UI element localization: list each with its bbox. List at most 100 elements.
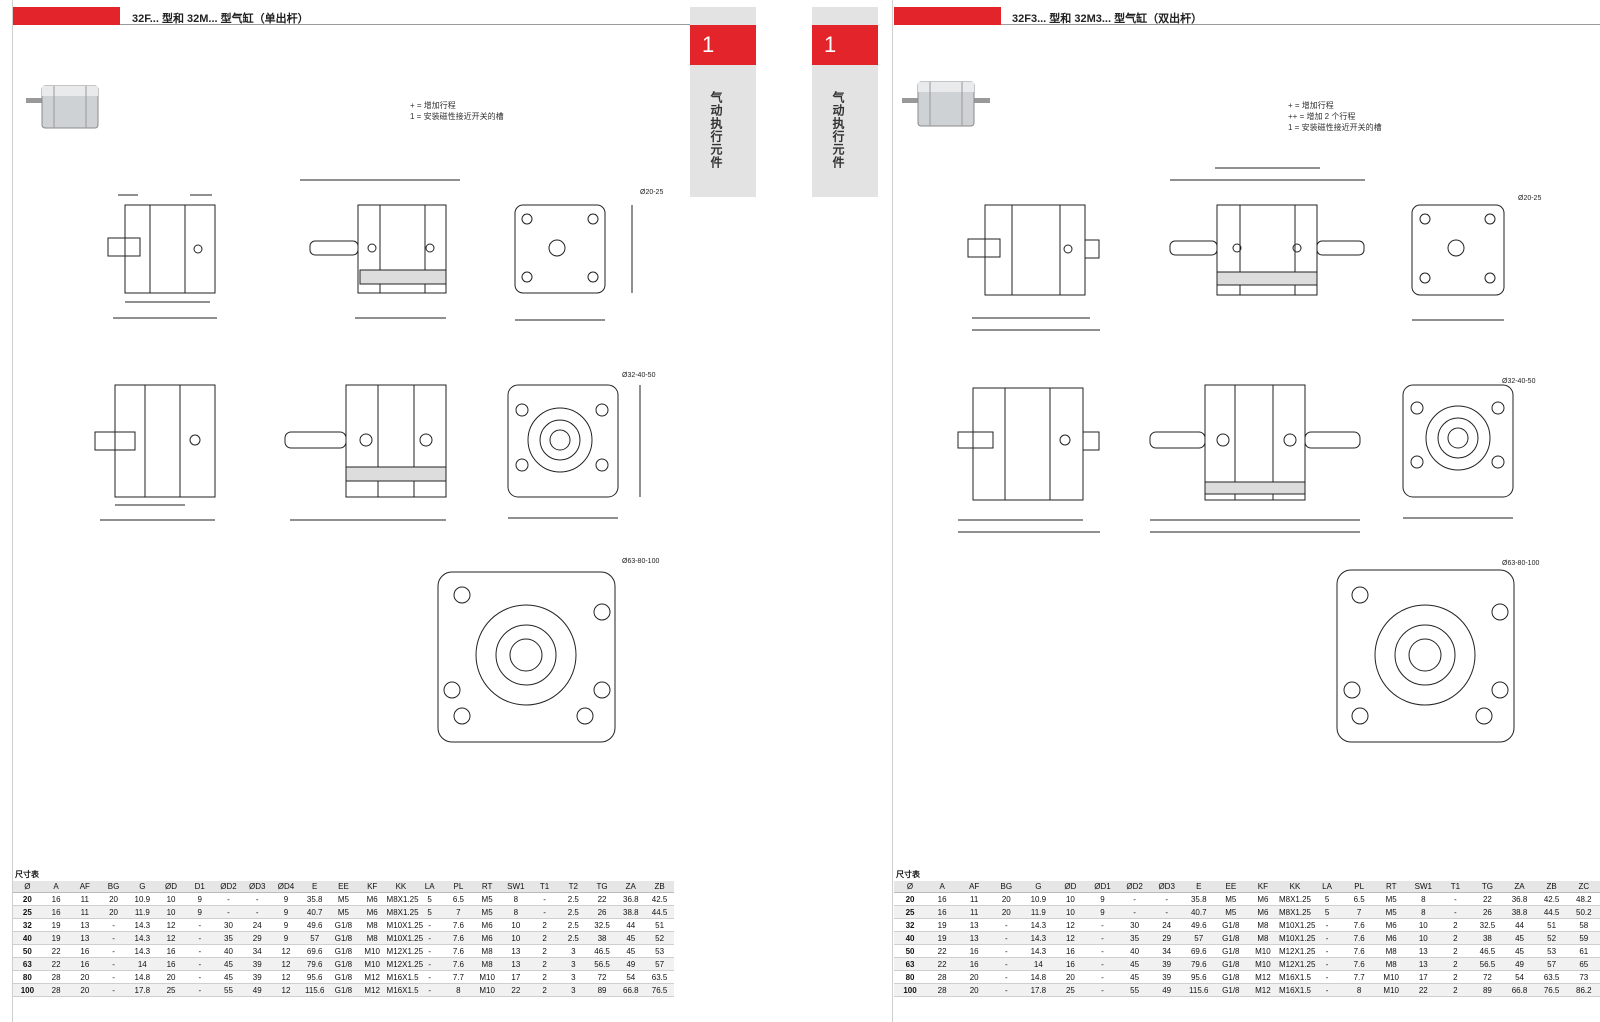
table-cell: 3 (558, 983, 588, 997)
table-cell: 19 (926, 918, 959, 932)
table-cell: 34 (1150, 944, 1183, 958)
table-column-header: T1 (530, 881, 559, 893)
table-cell: 2 (1439, 931, 1472, 945)
table-cell: M10X1.25 (386, 931, 424, 945)
table-cell: - (415, 983, 445, 997)
table-column-header: ØD3 (242, 881, 272, 893)
table-cell: 28 (41, 983, 71, 997)
table-cell: - (99, 983, 128, 997)
end-view-large (1336, 569, 1515, 743)
table-cell: 8 (1407, 892, 1440, 906)
table-cell: - (990, 957, 1023, 971)
table-cell: 10 (1054, 905, 1087, 919)
table-column-header: EE (329, 881, 358, 893)
table-cell: 50 (894, 944, 927, 958)
side-view-medium (957, 387, 1100, 533)
table-cell: 20 (990, 892, 1023, 906)
table-cell: 19 (41, 918, 71, 932)
side-view-medium-rod (1149, 384, 1361, 533)
table-cell: M16X1.5 (386, 983, 419, 997)
table-cell: M5 (1375, 892, 1408, 906)
table-cell: 8 (501, 905, 531, 919)
legend-item: 1 = 安装磁性接近开关的槽 (410, 112, 504, 121)
table-cell: 5 (415, 892, 445, 906)
table-column-header: ZB (645, 881, 674, 893)
table-caption: 尺寸表 (896, 870, 920, 879)
table-column-header: ØD (156, 881, 186, 893)
table-cell: - (1118, 905, 1151, 919)
table-cell: 59 (1567, 931, 1600, 945)
table-cell: M12X1.25 (1278, 944, 1316, 958)
page-title: 32F3... 型和 32M3... 型气缸（双出杆） (1012, 13, 1203, 25)
table-cell: 16 (70, 957, 100, 971)
table-cell: - (530, 892, 559, 906)
table-cell: 76.5 (1535, 983, 1568, 997)
table-cell: 10 (501, 931, 531, 945)
table-cell: M8 (357, 918, 387, 932)
table-cell: 12 (156, 931, 186, 945)
table-cell: - (1311, 918, 1344, 932)
legend: + = 增加行程 1 = 安装磁性接近开关的槽 (410, 100, 504, 122)
table-cell: 9 (271, 931, 301, 945)
table-cell: 6.5 (1343, 892, 1376, 906)
table-column-header: ZA (1503, 881, 1536, 893)
legend: + = 增加行程 ++ = 增加 2 个行程 1 = 安装磁性接近开关的槽 (1288, 100, 1382, 133)
table-cell: 7.7 (1343, 970, 1376, 984)
table-column-header: ZA (616, 881, 646, 893)
table-cell: G1/8 (1214, 970, 1247, 984)
table-cell: 44.5 (1535, 905, 1568, 919)
table-cell: 36.8 (1503, 892, 1536, 906)
table-cell: 7.6 (1343, 918, 1376, 932)
table-cell: M12X1.25 (1278, 957, 1316, 971)
table-cell: - (185, 983, 215, 997)
table-cell: M16X1.5 (1278, 983, 1312, 997)
table-cell: 8 (444, 983, 473, 997)
table-cell: 35.8 (1182, 892, 1215, 906)
table-cell: 57 (1182, 931, 1215, 945)
table-column-header: PL (1343, 881, 1376, 893)
table-cell: 32.5 (1471, 918, 1504, 932)
table-cell: M12 (357, 983, 387, 997)
section-tab[interactable]: 1 气动执行元件 (690, 7, 756, 197)
table-cell: 20 (894, 892, 927, 906)
table-cell: 2 (530, 970, 559, 984)
table-cell: - (1118, 892, 1151, 906)
table-cell: - (990, 944, 1023, 958)
table-cell: 26 (587, 905, 617, 919)
table-cell: G1/8 (329, 970, 358, 984)
table-cell: M10 (1375, 983, 1408, 997)
table-cell: 7.6 (1343, 931, 1376, 945)
table-cell: 19 (41, 931, 71, 945)
table-cell: 26 (1471, 905, 1504, 919)
table-cell: - (990, 918, 1023, 932)
table-cell: 2.5 (558, 918, 588, 932)
table-column-header: G (1022, 881, 1055, 893)
table-column-header: D1 (185, 881, 215, 893)
table-cell: 32.5 (587, 918, 617, 932)
table-cell: 2 (530, 944, 559, 958)
table-cell: 13 (958, 931, 991, 945)
table-cell: 39 (242, 957, 272, 971)
section-tab[interactable]: 1 气动执行元件 (812, 7, 878, 197)
table-cell: 53 (1535, 944, 1568, 958)
table-cell: M8 (1375, 957, 1408, 971)
table-cell: 14.8 (127, 970, 157, 984)
table-cell: 2 (530, 918, 559, 932)
table-cell: 22 (41, 944, 71, 958)
table-cell: 39 (1150, 970, 1183, 984)
legend-item: + = 增加行程 (1288, 101, 1334, 110)
table-cell: 45 (214, 957, 243, 971)
side-view-medium-rod (284, 384, 447, 521)
header-rule (120, 24, 690, 25)
table-cell: 22 (501, 983, 531, 997)
table-column-header: BG (990, 881, 1023, 893)
table-cell: - (242, 892, 272, 906)
end-view-large (437, 571, 616, 743)
table-cell: M8 (472, 957, 502, 971)
